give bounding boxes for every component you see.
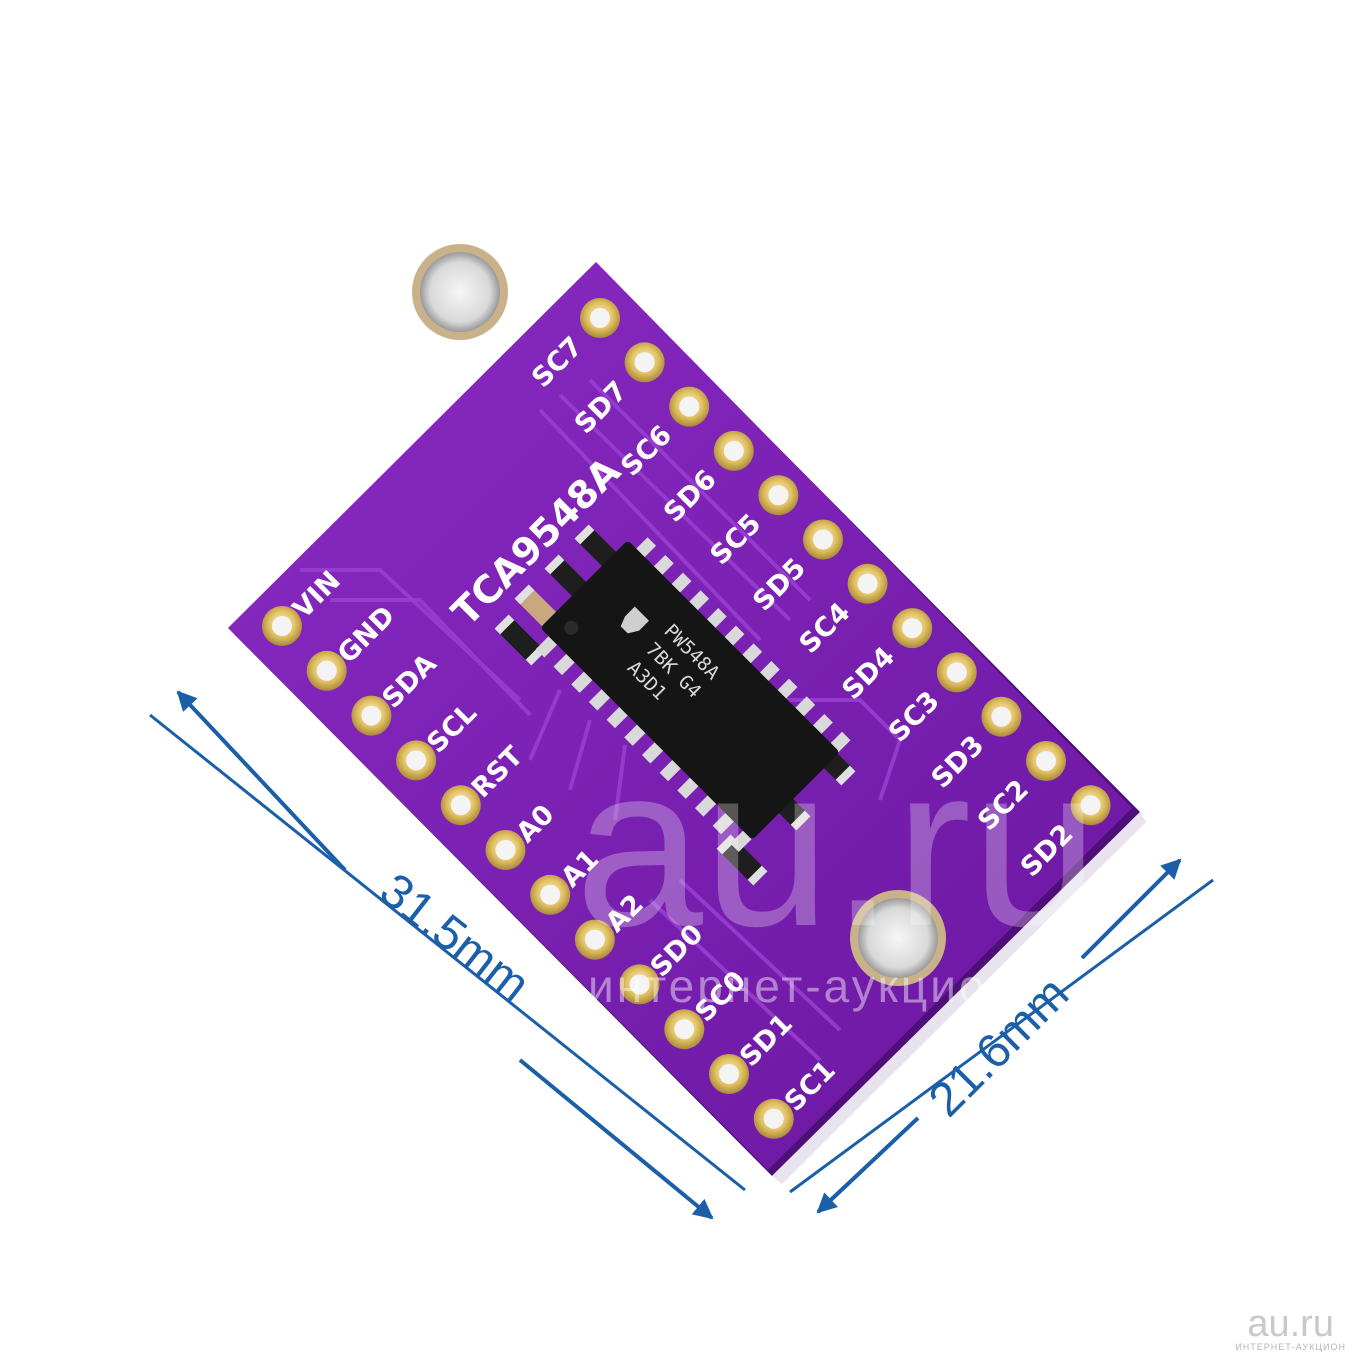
chip-lead: [677, 777, 699, 799]
pin-hole: [763, 1108, 784, 1129]
pin-hole: [902, 618, 923, 639]
chip-lead: [606, 706, 628, 729]
pin-hole: [857, 573, 878, 594]
pin-hole: [679, 396, 700, 417]
corner-brand-sub: ИНТЕРНЕТ-АУКЦИОН: [1235, 1342, 1346, 1352]
pin-hole: [272, 616, 292, 636]
pcb-side-light: [772, 812, 1146, 1184]
chip-lead: [553, 653, 575, 676]
chip-lead: [712, 813, 734, 835]
chip-lead: [571, 671, 593, 693]
chip-lead: [641, 742, 664, 764]
watermark-sub: интернет-аукцион: [588, 960, 1016, 1012]
chip-lead: [624, 724, 646, 746]
ic-chip: PW548A 7BK G4 A3D1: [535, 537, 851, 852]
ti-logo-icon: [620, 606, 649, 634]
corner-brand-main: au.ru: [1247, 1303, 1334, 1345]
pin-hole: [450, 795, 471, 816]
pin-hole: [991, 706, 1012, 727]
chip-lead: [694, 795, 717, 817]
corner-brand-logo: au.ru ИНТЕРНЕТ-АУКЦИОН: [1235, 1303, 1346, 1352]
pin-hole: [316, 660, 337, 681]
chip-lead: [588, 689, 611, 711]
pin-hole: [584, 929, 605, 950]
pin-hole: [361, 705, 382, 726]
pin-hole: [495, 840, 516, 860]
pin-hole: [813, 529, 833, 550]
pin-hole: [723, 440, 744, 461]
pin-hole: [1080, 795, 1101, 816]
watermark: au.ru интернет-аукцион: [575, 717, 1099, 1012]
pin-hole: [629, 974, 650, 995]
dimension-arrow-length-bottom: [518, 1058, 714, 1220]
pin-hole: [540, 884, 561, 905]
pin-hole: [590, 308, 610, 328]
dimension-arrow-width-bottom: [816, 1116, 920, 1214]
chip-pin1-dot: [564, 620, 579, 635]
dimension-line-width: [789, 878, 1214, 1194]
mounting-hole-bottom: [850, 890, 946, 986]
mounting-hole-top: [412, 244, 508, 340]
chip-lead: [730, 830, 752, 852]
chip-lead: [659, 760, 681, 782]
pin-hole: [768, 485, 789, 506]
chip-lead: [535, 636, 558, 658]
pin-hole: [674, 1019, 695, 1040]
watermark-main: au.ru: [575, 717, 1099, 974]
pin-hole: [946, 662, 967, 683]
pin-hole: [719, 1064, 739, 1084]
dimension-line-length: [149, 713, 746, 1192]
pin-hole: [406, 750, 427, 771]
chip-body: [541, 541, 839, 839]
pin-hole: [634, 352, 655, 373]
dimension-arrow-width-top: [1080, 858, 1182, 960]
pin-hole: [1036, 751, 1056, 771]
dimension-arrow-length-top: [176, 690, 347, 872]
